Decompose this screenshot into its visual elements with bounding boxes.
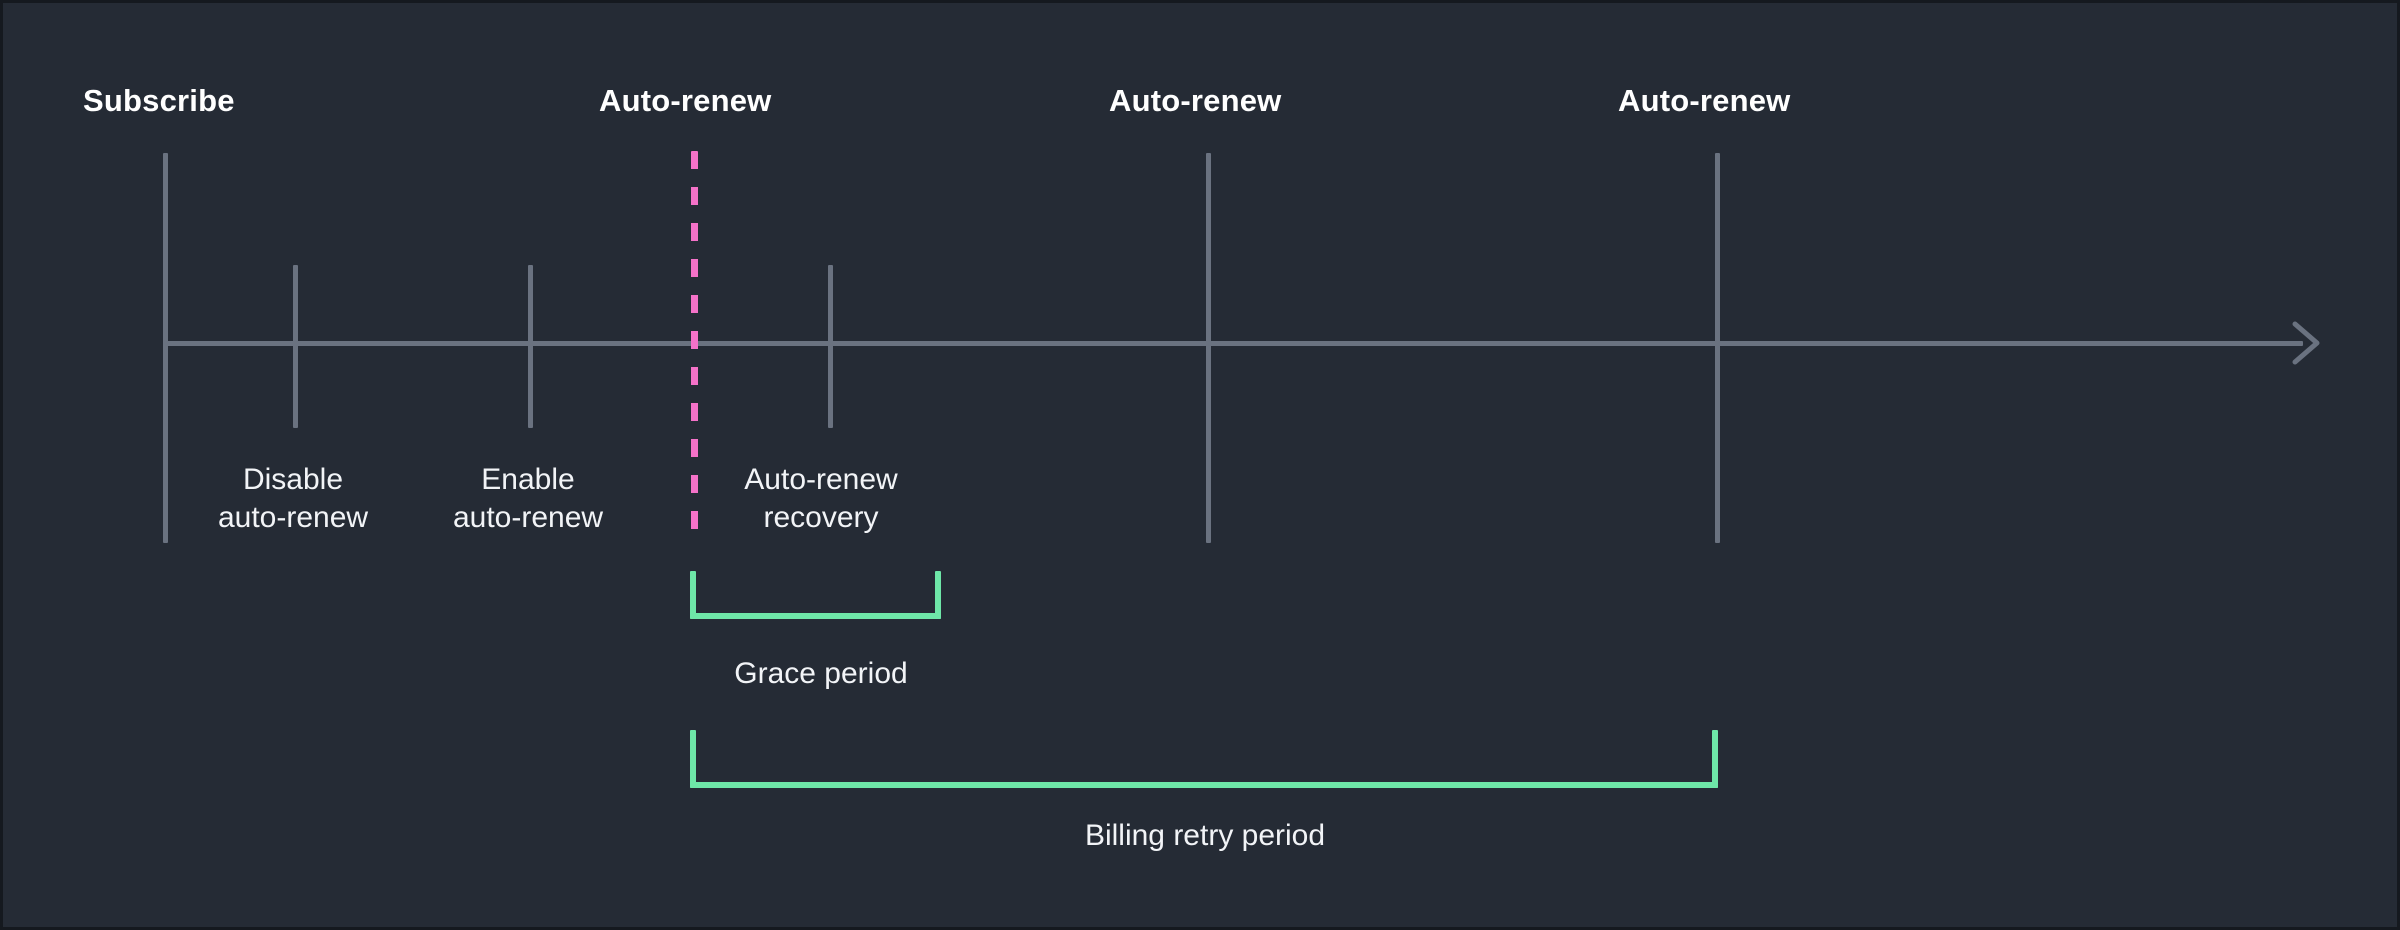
header-label-auto-renew-2: Auto-renew: [1109, 83, 1282, 118]
event-label-disable-auto-renew: Disable auto-renew: [217, 463, 369, 535]
event-label-enable-auto-renew: Enable auto-renew: [452, 463, 604, 535]
bracket-right-edge: [1712, 730, 1718, 788]
span-label-billing-retry-period: Billing retry period: [1084, 819, 1326, 852]
header-label-subscribe: Subscribe: [83, 83, 235, 118]
tick-auto-renew-recovery: [828, 265, 833, 428]
bracket-bottom-edge: [690, 613, 941, 619]
tick-auto-renew-2: [1206, 153, 1211, 543]
bracket-left-edge: [690, 730, 696, 788]
timeline-axis: [163, 341, 2303, 346]
tick-auto-renew-3: [1715, 153, 1720, 543]
tick-subscribe: [163, 153, 168, 543]
tick-disable-auto-renew: [293, 265, 298, 428]
header-label-auto-renew-3: Auto-renew: [1618, 83, 1791, 118]
bracket-left-edge: [690, 571, 696, 619]
right-arrow-icon: [2291, 320, 2327, 366]
auto-renew-failure-marker: [691, 151, 698, 543]
tick-enable-auto-renew: [528, 265, 533, 428]
span-label-grace-period: Grace period: [734, 657, 908, 690]
bracket-right-edge: [935, 571, 941, 619]
billing-retry-period-bracket: [690, 730, 1718, 788]
grace-period-bracket: [690, 571, 941, 619]
header-label-auto-renew-1: Auto-renew: [599, 83, 772, 118]
event-label-auto-renew-recovery: Auto-renew recovery: [744, 463, 898, 535]
bracket-bottom-edge: [690, 782, 1718, 788]
